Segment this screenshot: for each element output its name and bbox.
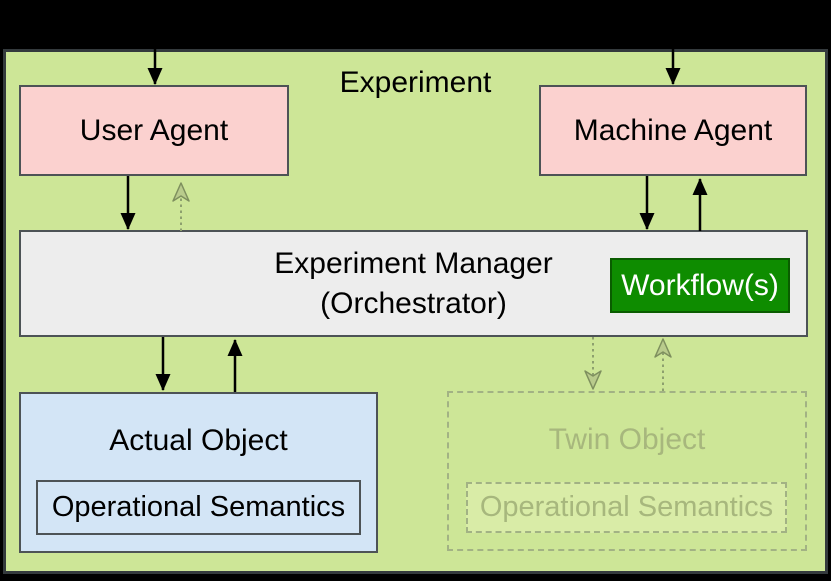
node-twin-object: Twin Object Operational Semantics xyxy=(447,391,807,551)
actual-object-label: Actual Object xyxy=(109,424,288,457)
node-workflow: Workflow(s) xyxy=(610,258,790,313)
twin-operational-semantics-label: Operational Semantics xyxy=(479,491,774,523)
node-actual-object: Actual Object Operational Semantics xyxy=(19,392,378,553)
user-agent-label: User Agent xyxy=(79,113,229,147)
twin-object-label: Twin Object xyxy=(548,423,706,456)
node-twin-operational-semantics: Operational Semantics xyxy=(466,482,787,533)
machine-agent-label: Machine Agent xyxy=(573,113,773,147)
experiment-label: Experiment xyxy=(339,66,492,99)
node-machine-agent: Machine Agent xyxy=(539,85,807,176)
experiment-manager-label: Experiment Manager (Orchestrator) xyxy=(274,246,553,320)
actual-operational-semantics-label: Operational Semantics xyxy=(51,491,346,523)
node-user-agent: User Agent xyxy=(19,85,289,176)
workflow-label: Workflow(s) xyxy=(621,268,779,302)
node-actual-operational-semantics: Operational Semantics xyxy=(36,480,361,535)
